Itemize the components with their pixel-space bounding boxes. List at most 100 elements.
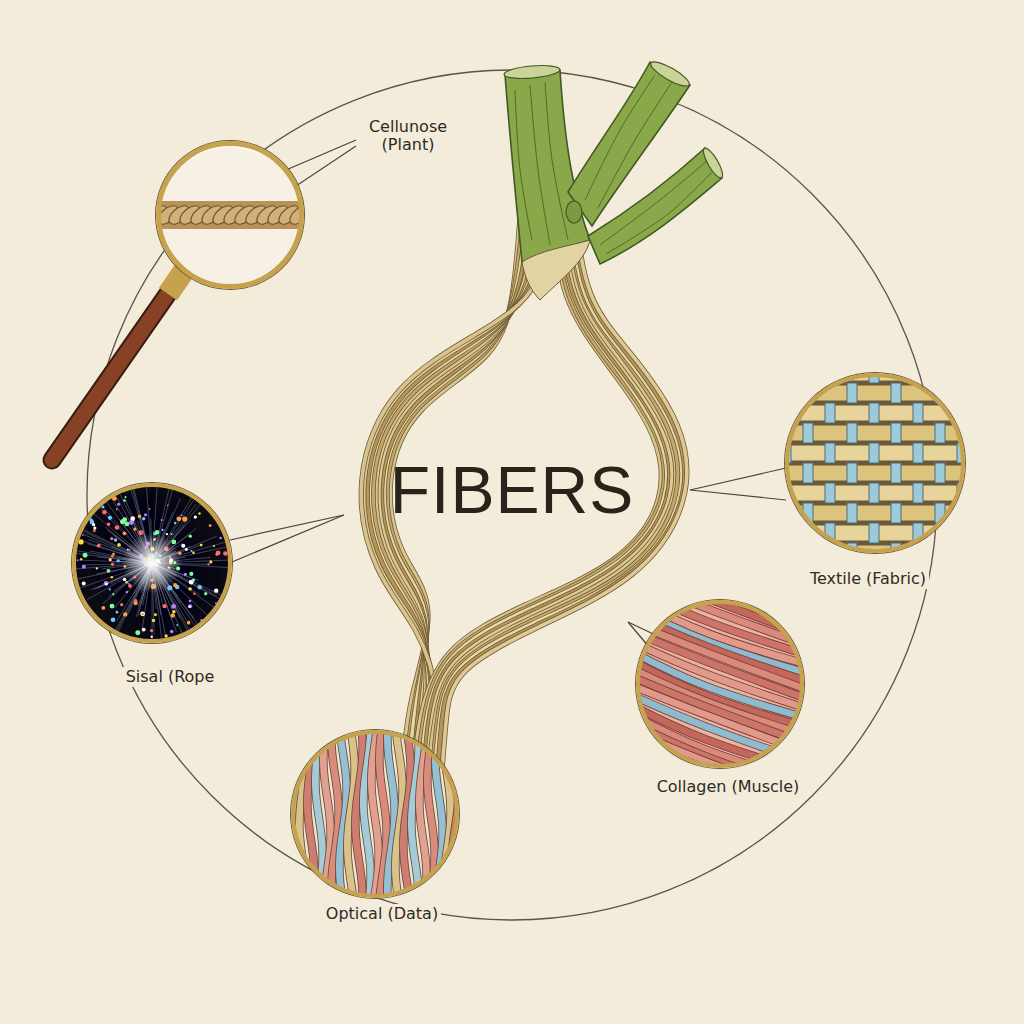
burst-closeup [209,560,212,563]
plant-stem [505,70,590,262]
weave-closeup [913,443,923,463]
burst-closeup [111,555,114,558]
rope-closeup [133,141,325,289]
burst-closeup [194,515,197,518]
optical-closeup [283,720,291,900]
burst-closeup [96,567,98,569]
fiber-closeup [63,141,989,900]
optical-closeup [315,720,322,900]
weave-closeup [935,543,945,563]
burst-closeup [117,559,120,562]
weave-closeup [780,385,970,401]
burst-closeup [110,537,113,540]
burst-closeup [123,612,127,616]
weave-closeup [935,503,945,523]
optical-closeup [283,720,467,900]
weave-closeup [957,403,967,423]
fiber-circle: Sisal (Rope [72,483,232,643]
burst-closeup [197,585,201,589]
collagen-closeup [616,490,824,858]
collagen-closeup [616,508,824,588]
rope-closeup [151,201,309,229]
burst-closeup [192,551,195,554]
weave-closeup [825,523,835,543]
plant-stem [648,58,692,90]
burst-closeup [200,619,202,621]
weave-closeup [781,483,791,503]
collagen-closeup [616,733,824,813]
fiber-circle: Textile (Fabric) [785,373,965,553]
burst-closeup [129,520,134,525]
burst-closeup [176,516,181,521]
weave-closeup [825,363,835,383]
burst-closeup [105,583,108,586]
burst-closeup [116,611,119,614]
burst-closeup [193,592,195,594]
magnifier-handle [52,282,176,460]
weave-closeup [803,503,813,523]
weave-closeup [781,363,791,383]
burst-closeup [140,611,145,616]
diagram-title: FIBERS [390,454,634,527]
burst-closeup [181,544,185,548]
magnifier-handle [168,268,186,294]
optical-closeup [459,720,466,900]
optical-closeup [435,720,442,900]
burst-closeup [123,578,127,582]
weave-closeup [825,483,835,503]
burst-closeup [182,516,187,521]
plant-stem [504,58,726,300]
burst-closeup [109,558,112,561]
leader-line [286,140,356,170]
burst-closeup [171,604,176,609]
weave-closeup [847,543,857,563]
burst-closeup [117,503,120,506]
burst-closeup [152,619,155,622]
weave-closeup [979,423,989,443]
burst-closeup [219,537,222,540]
burst-closeup [80,558,82,560]
burst-closeup [192,578,195,581]
leader-line [230,140,786,660]
burst-closeup [162,604,166,608]
burst-closeup [98,544,100,546]
weave-closeup [957,363,967,383]
weave-closeup [869,523,879,543]
collagen-closeup [616,733,824,813]
burst-closeup [166,533,168,535]
burst-closeup [77,559,79,561]
weave-closeup [803,463,813,483]
optical-closeup [315,720,322,900]
burst-closeup [170,533,172,535]
burst-closeup [109,588,111,590]
burst-closeup [142,517,145,520]
burst-closeup [97,544,101,548]
burst-closeup [133,527,136,530]
collagen-closeup [616,553,824,633]
burst-closeup [170,630,173,633]
leader-line [230,515,344,540]
burst-closeup [187,621,191,625]
burst-closeup [149,508,151,510]
collagen-closeup [616,517,824,597]
burst-closeup [116,508,118,510]
weave-closeup [935,463,945,483]
burst-closeup [189,600,192,603]
burst-closeup [108,516,112,520]
fiber-label: Sisal (Rope [123,667,218,687]
leader-line [296,146,356,186]
collagen-closeup [616,706,824,786]
plant-stem [700,146,726,180]
burst-closeup [124,496,126,498]
burst-closeup [144,513,147,516]
burst-closeup [112,496,117,501]
collagen-closeup [616,742,824,822]
burst-closeup [165,634,168,637]
title-holder: FIBERS [390,454,634,527]
weave-closeup [891,463,901,483]
burst-closeup [120,603,123,606]
rope-closeup [180,145,260,165]
collagen-closeup [616,760,824,840]
plant-stem [566,201,582,223]
weave-closeup [913,483,923,503]
